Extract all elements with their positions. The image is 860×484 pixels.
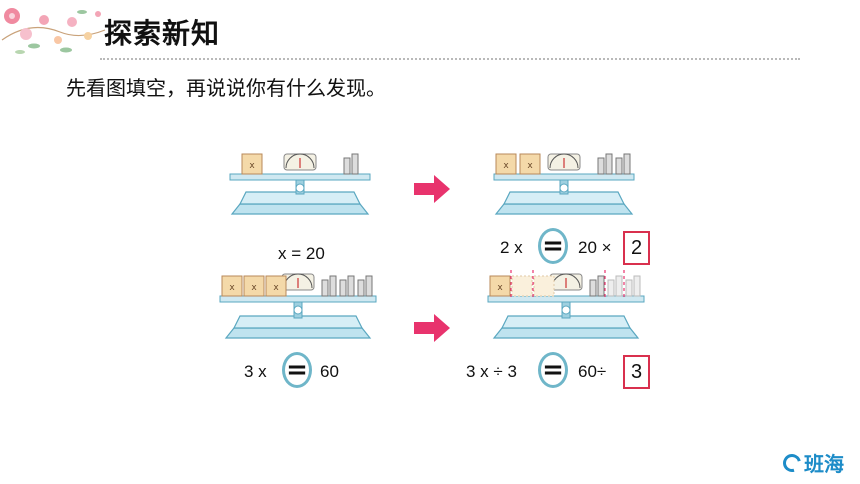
- equation-3x-div-3: 3 x ÷ 3: [466, 362, 517, 381]
- block: ⅹ: [241, 153, 263, 175]
- svg-text:ⅹ: ⅹ: [503, 161, 509, 171]
- svg-text:ⅹ: ⅹ: [527, 161, 533, 171]
- divider-lines: [510, 270, 625, 300]
- equation-3x: 3 x: [244, 362, 267, 381]
- equation-60: 60: [320, 362, 339, 381]
- page-title: 探索新知: [104, 17, 221, 50]
- svg-text:ⅹ: ⅹ: [273, 283, 279, 293]
- weight-stack: [321, 275, 373, 297]
- equals-circle: =: [538, 228, 568, 264]
- answer-box-1[interactable]: 2: [623, 231, 650, 265]
- svg-text:ⅹ: ⅹ: [229, 283, 235, 293]
- balance-scale-1: ⅹ: [229, 153, 371, 215]
- equation-2x: 2 x: [500, 238, 523, 257]
- arrow-right-icon: [414, 314, 450, 342]
- answer-box-2[interactable]: 3: [623, 355, 650, 389]
- brand-name: 班海: [804, 452, 844, 476]
- brand-ring-icon: [779, 450, 805, 475]
- svg-text:ⅹ: ⅹ: [249, 161, 255, 171]
- block: ⅹ ⅹ ⅹ: [221, 275, 287, 297]
- equation-60-div: 60÷: [578, 362, 607, 381]
- balance-scale-4: ⅹ: [487, 270, 645, 339]
- equals-circle: =: [538, 352, 568, 388]
- floral-decoration: [1, 8, 106, 54]
- equals-circle: =: [282, 352, 312, 388]
- brand-logo: 班海: [779, 448, 844, 477]
- arrow-right-icon: [414, 175, 450, 203]
- weight-stack: [343, 153, 359, 175]
- title-divider: [100, 58, 800, 60]
- block: ⅹ ⅹ: [495, 153, 541, 175]
- weight-stack: [589, 275, 641, 297]
- balance-scale-2: ⅹ ⅹ: [493, 153, 635, 215]
- equation-20-times: 20 ×: [578, 238, 612, 257]
- equation-x-equals-20: x = 20: [278, 244, 325, 263]
- instruction-text: 先看图填空，再说说你有什么发现。: [66, 76, 386, 100]
- weight-stack: [597, 153, 631, 175]
- svg-text:ⅹ: ⅹ: [251, 283, 257, 293]
- block: ⅹ: [489, 275, 555, 297]
- balance-scale-3: ⅹ ⅹ ⅹ: [219, 273, 377, 339]
- svg-text:ⅹ: ⅹ: [497, 283, 503, 293]
